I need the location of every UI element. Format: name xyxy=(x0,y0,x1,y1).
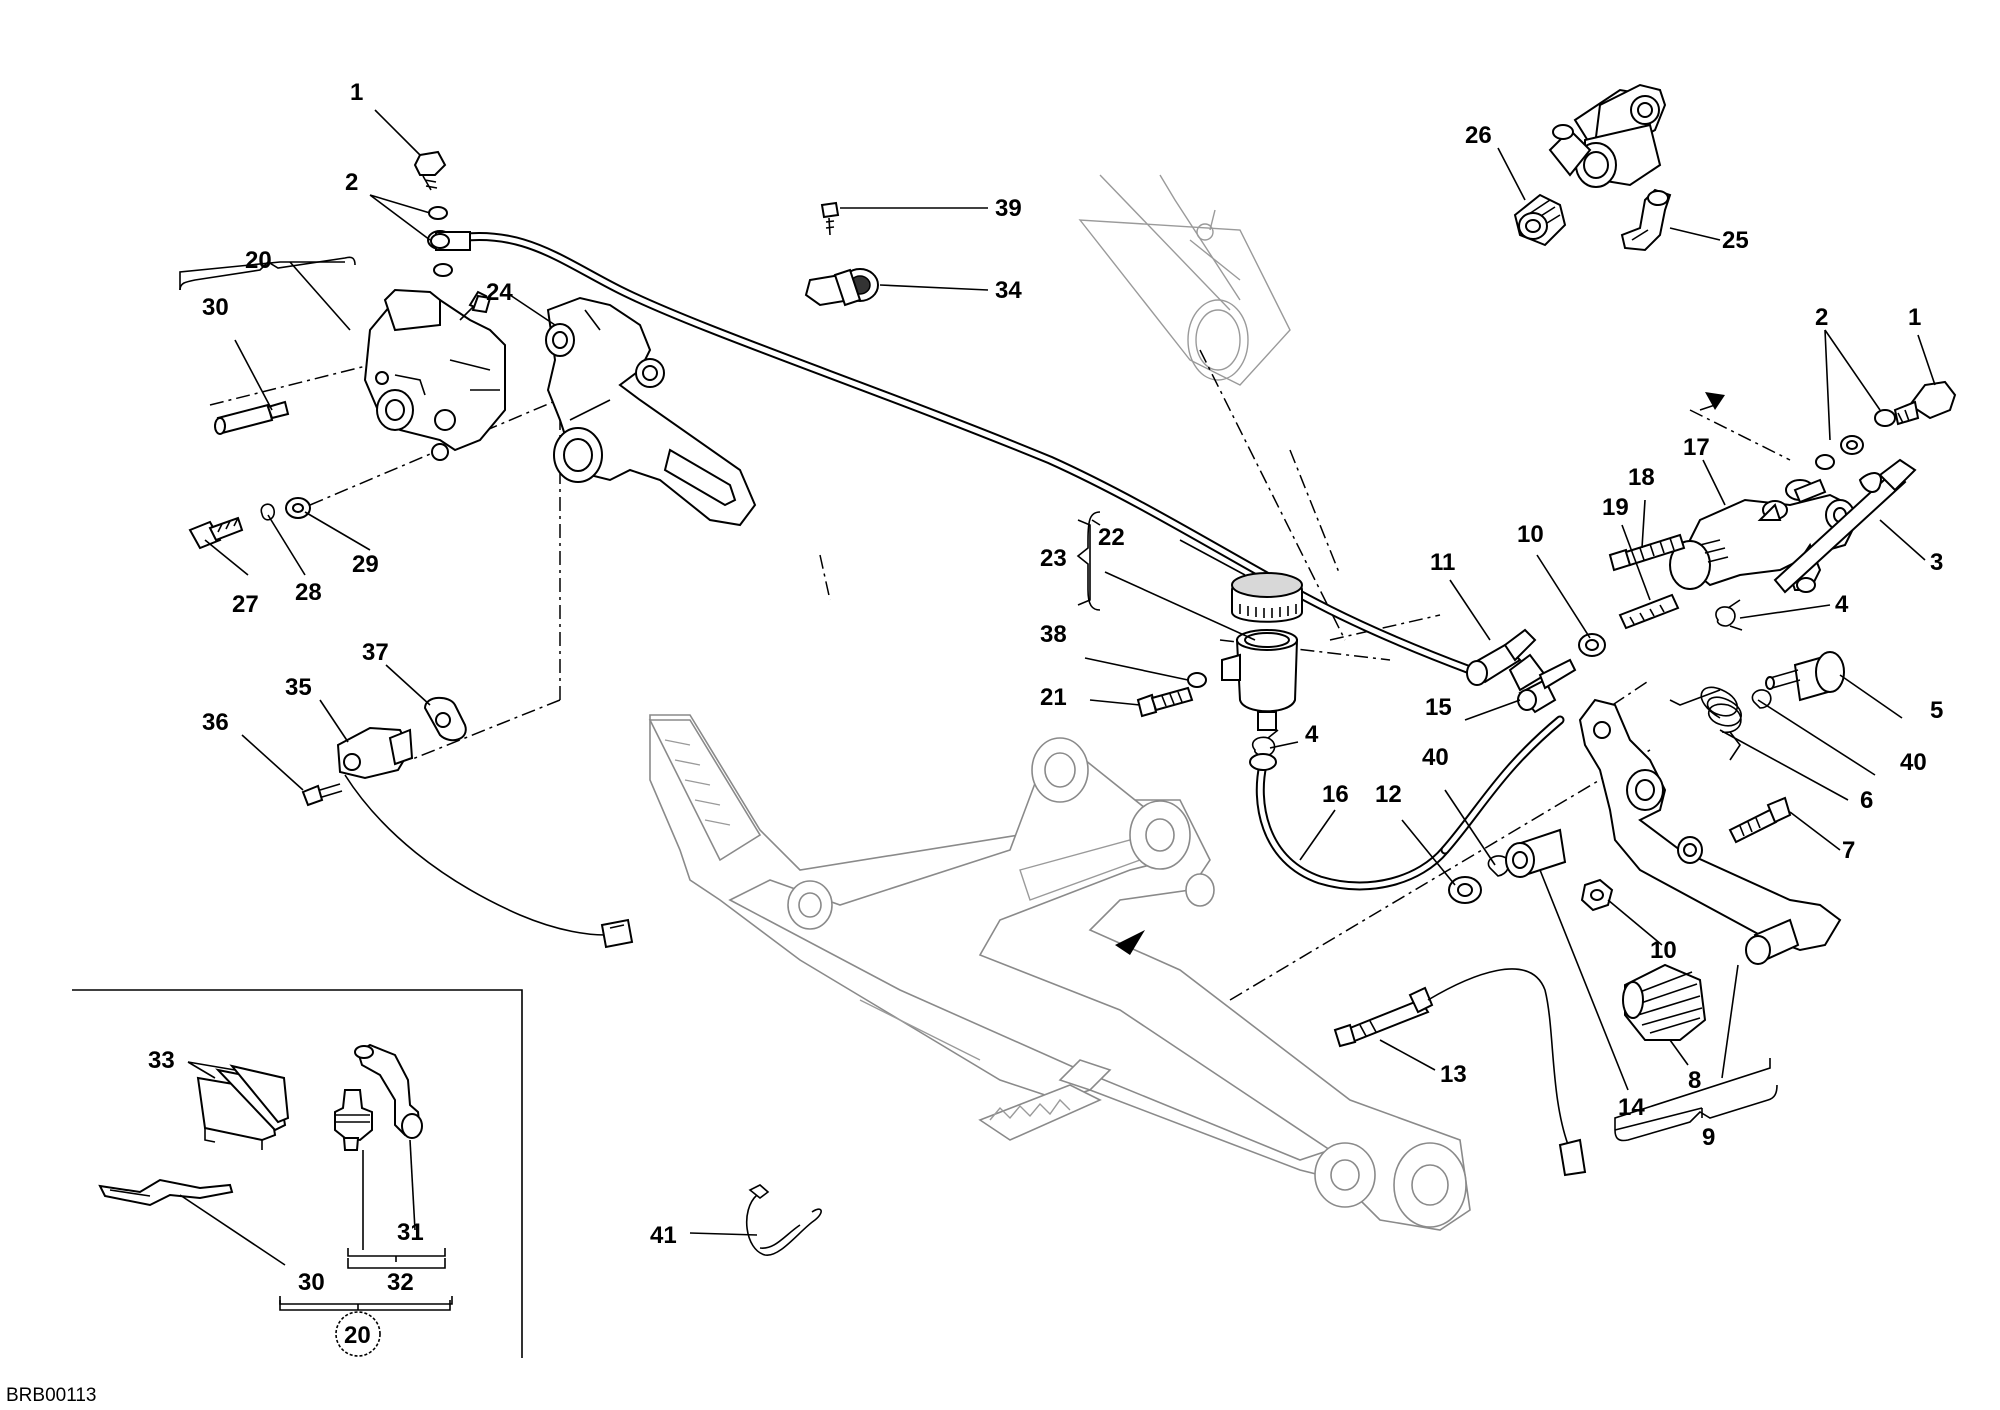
reservoir-screw xyxy=(1136,672,1207,718)
mount-bolt xyxy=(1608,533,1686,572)
callout-10b: 10 xyxy=(1650,937,1677,964)
callout-11: 11 xyxy=(1430,549,1455,576)
reservoir-hose xyxy=(1249,715,1565,891)
leader-lines xyxy=(179,109,1936,1311)
callout-9: 9 xyxy=(1702,1124,1715,1151)
brake-hose-upper xyxy=(430,231,1475,675)
callout-17: 17 xyxy=(1683,434,1710,461)
callout-40b: 40 xyxy=(1900,749,1927,776)
callout-29: 29 xyxy=(352,551,379,578)
callout-13: 13 xyxy=(1440,1061,1467,1088)
footrest-bracket-ghost xyxy=(648,714,1471,1231)
callout-39: 39 xyxy=(995,195,1022,222)
callout-19: 19 xyxy=(1602,494,1629,521)
callout-20b: 20 xyxy=(344,1322,371,1349)
callout-22: 22 xyxy=(1098,524,1125,551)
callout-21: 21 xyxy=(1040,684,1067,711)
group-23-bracket xyxy=(1076,511,1101,611)
hose-clamp-11-15 xyxy=(1466,628,1577,714)
callout-38: 38 xyxy=(1040,621,1067,648)
pivot-pin xyxy=(1751,651,1845,709)
caliper-bolt-set xyxy=(188,497,311,550)
callout-34: 34 xyxy=(995,277,1022,304)
callout-16: 16 xyxy=(1322,781,1349,808)
callout-6: 6 xyxy=(1860,787,1873,814)
nut-upper xyxy=(1578,633,1606,657)
callout-40: 40 xyxy=(1422,744,1449,771)
callout-7: 7 xyxy=(1842,837,1855,864)
direction-arrow-lower xyxy=(1115,930,1145,955)
callout-27: 27 xyxy=(232,591,259,618)
return-spring xyxy=(1669,686,1742,761)
callout-28: 28 xyxy=(295,579,322,606)
pedal-rubber xyxy=(1622,963,1707,1041)
callout-20: 20 xyxy=(245,247,272,274)
callout-35: 35 xyxy=(285,674,312,701)
callout-1: 1 xyxy=(350,79,363,106)
callout-25: 25 xyxy=(1722,227,1749,254)
callout-8: 8 xyxy=(1688,1067,1701,1094)
master-cylinder-detail xyxy=(1513,83,1672,252)
brake-light-switch xyxy=(1333,968,1587,1177)
callout-41: 41 xyxy=(650,1222,677,1249)
callout-4b: 4 xyxy=(1305,721,1319,748)
group-20-bracket xyxy=(179,256,356,291)
callout-1b: 1 xyxy=(1908,304,1921,331)
banjo-bolt-right xyxy=(1815,380,1957,470)
hose-clip-right xyxy=(1715,599,1743,631)
callout-30: 30 xyxy=(202,294,229,321)
cable-strap xyxy=(745,1184,822,1256)
callout-33: 33 xyxy=(148,1047,175,1074)
callout-4: 4 xyxy=(1835,591,1849,618)
callout-15: 15 xyxy=(1425,694,1452,721)
group-9-bracket xyxy=(1614,1084,1778,1142)
brake-fluid-reservoir xyxy=(1221,572,1303,731)
callout-24: 24 xyxy=(486,279,513,306)
hose-guide xyxy=(804,201,879,307)
pushrod xyxy=(1773,458,1917,594)
callout-32: 32 xyxy=(387,1269,414,1296)
callout-10: 10 xyxy=(1517,521,1544,548)
callout-23: 23 xyxy=(1040,545,1067,572)
nut-lower xyxy=(1580,878,1614,912)
callout-26: 26 xyxy=(1465,122,1492,149)
callout-5: 5 xyxy=(1930,697,1943,724)
inset-group-circle xyxy=(335,1311,381,1357)
direction-arrow-upper xyxy=(1699,392,1725,411)
rear-brake-caliper xyxy=(363,288,506,461)
callout-37: 37 xyxy=(362,639,389,666)
banjo-bolt-left xyxy=(413,150,453,277)
group-20-inset-bracket xyxy=(279,1296,453,1310)
callout-labels: 1 2 20 30 24 27 28 29 39 34 26 25 2 1 17… xyxy=(148,79,1943,1349)
callout-18: 18 xyxy=(1628,464,1655,491)
brake-pedal xyxy=(1578,698,1842,965)
callout-3: 3 xyxy=(1930,549,1943,576)
hose-clip-mid xyxy=(1251,729,1279,757)
callout-36: 36 xyxy=(202,709,229,736)
callout-12: 12 xyxy=(1375,781,1402,808)
frame-ghost-outline xyxy=(1078,174,1291,386)
pedal-bolt xyxy=(1728,796,1792,844)
speed-sensor xyxy=(301,696,634,949)
pin-19 xyxy=(1618,593,1680,630)
callout-2b: 2 xyxy=(1815,304,1828,331)
group-31-bracket xyxy=(347,1248,446,1262)
callout-2: 2 xyxy=(345,169,358,196)
diagram-code: BRB00113 xyxy=(6,1385,97,1406)
callout-30b: 30 xyxy=(298,1269,325,1296)
callout-14: 14 xyxy=(1618,1094,1645,1121)
inset-detail-box xyxy=(72,989,523,1358)
caliper-bracket xyxy=(545,296,757,527)
callout-31: 31 xyxy=(397,1219,424,1246)
pedal-pivot-parts xyxy=(1448,828,1567,904)
caliper-pin xyxy=(214,400,290,435)
